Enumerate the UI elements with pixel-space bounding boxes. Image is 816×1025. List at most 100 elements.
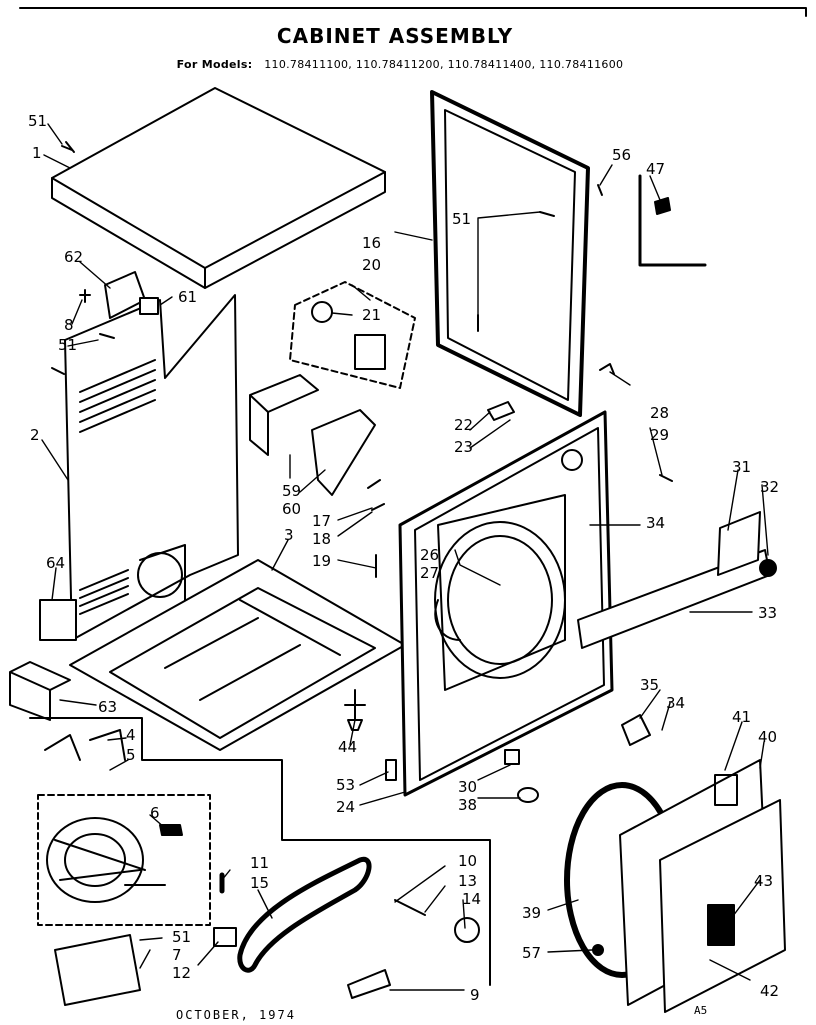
callout-27: 27 [420, 564, 439, 582]
screws-8-51 [51, 289, 115, 375]
callout-7: 7 [172, 946, 182, 964]
callout-31: 31 [732, 458, 751, 476]
switch-20 [354, 334, 386, 370]
callout-14: 14 [462, 890, 481, 908]
door-seal [434, 599, 461, 641]
callout-8: 8 [64, 316, 74, 334]
corner-frame [638, 174, 707, 267]
door-assembly [564, 759, 786, 1013]
callout-32: 32 [760, 478, 779, 496]
part-56 [597, 184, 603, 196]
knob-32 [759, 559, 777, 577]
part-6 [159, 824, 183, 836]
door-switch-30 [504, 749, 520, 765]
callout-1: 1 [32, 144, 42, 162]
callout-35: 35 [640, 676, 659, 694]
callout-39: 39 [522, 904, 541, 922]
callout-26: 26 [420, 546, 439, 564]
callout-56: 56 [612, 146, 631, 164]
models-line: For Models: 110.78411100, 110.78411200, … [0, 58, 800, 71]
clip-53 [385, 759, 397, 781]
screw-51-top [61, 141, 75, 153]
part-9 [347, 969, 391, 999]
callout-33: 33 [758, 604, 777, 622]
callout-22: 22 [454, 416, 473, 434]
diagram-title: CABINET ASSEMBLY [276, 24, 514, 48]
callout-9: 9 [470, 986, 480, 1004]
motor-clips-4 [44, 729, 126, 761]
callout-64: 64 [46, 554, 65, 572]
drive-belt [237, 856, 372, 973]
footer-date: OCTOBER, 1974 [176, 1008, 296, 1022]
motor-section-outline [29, 717, 491, 986]
screw-57 [592, 944, 604, 956]
screws-51-panel [477, 211, 555, 332]
callout-43: 43 [754, 872, 773, 890]
callout-labels: 51 1 62 61 8 51 2 64 63 4 5 6 51 7 12 11… [28, 112, 779, 1004]
clip-61 [139, 297, 159, 315]
callout-60: 60 [282, 500, 301, 518]
callout-12: 12 [172, 964, 191, 982]
callout-51: 51 [28, 112, 47, 130]
knob-38 [517, 787, 539, 803]
callout-3: 3 [284, 526, 294, 544]
part-47 [654, 197, 671, 215]
models-label: For Models: [176, 58, 253, 71]
access-panel [430, 90, 590, 417]
callout-34: 34 [646, 514, 665, 532]
part-35 [621, 714, 651, 746]
callout-38: 38 [458, 796, 477, 814]
footer-code: A5 [694, 1004, 708, 1017]
callout-13: 13 [458, 872, 477, 890]
callout-61: 61 [178, 288, 197, 306]
callout-53: 53 [336, 776, 355, 794]
callout-30: 30 [458, 778, 477, 796]
callout-44: 44 [338, 738, 357, 756]
callout-11: 11 [250, 854, 269, 872]
callout-28: 28 [650, 404, 669, 422]
callout-24: 24 [336, 798, 355, 816]
hinge-28-29 [599, 363, 673, 482]
callout-2: 2 [30, 426, 40, 444]
bracket-22 [487, 401, 515, 421]
page-border [19, 7, 807, 17]
callout-6: 6 [150, 804, 160, 822]
callout-19: 19 [312, 552, 331, 570]
bracket-60 [311, 409, 376, 496]
callout-15: 15 [250, 874, 269, 892]
idler-parts-10-14 [394, 899, 480, 943]
callout-17: 17 [312, 512, 331, 530]
parts-17-18-19 [367, 479, 385, 578]
switch-21 [311, 301, 333, 323]
callout-47: 47 [646, 160, 665, 178]
motor-mount-7 [54, 934, 141, 1006]
callout-4: 4 [126, 726, 136, 744]
callout-57: 57 [522, 944, 541, 962]
callout-10: 10 [458, 852, 477, 870]
callout-34: 34 [666, 694, 685, 712]
callout-63: 63 [98, 698, 117, 716]
front-panel [398, 410, 614, 797]
callout-51: 51 [58, 336, 77, 354]
callout-40: 40 [758, 728, 777, 746]
leader-lines [41, 123, 769, 991]
leveling-foot [344, 689, 366, 731]
callout-21: 21 [362, 306, 381, 324]
callout-18: 18 [312, 530, 331, 548]
callout-5: 5 [126, 746, 136, 764]
callout-51: 51 [452, 210, 471, 228]
rear-panel [64, 294, 239, 641]
callout-51: 51 [172, 928, 191, 946]
drive-motor [46, 817, 166, 903]
callout-29: 29 [650, 426, 669, 444]
bracket-59 [249, 374, 319, 456]
callout-20: 20 [362, 256, 381, 274]
kick-plate [9, 661, 71, 721]
models-list: 110.78411100, 110.78411200, 110.78411400… [264, 58, 624, 71]
callout-42: 42 [760, 982, 779, 1000]
callout-23: 23 [454, 438, 473, 456]
callout-41: 41 [732, 708, 751, 726]
pulley-12 [213, 927, 237, 947]
